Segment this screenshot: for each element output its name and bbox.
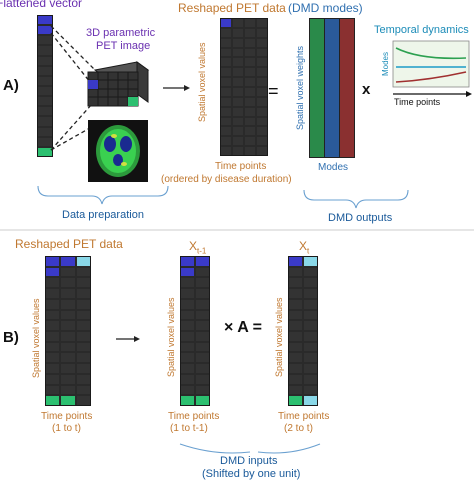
xt1-symbol: Xt-1 [189,240,206,255]
pet-image-label-line1: 3D parametric [86,27,156,39]
dmd-modes-matrix [309,18,355,158]
data-preparation-label: Data preparation [62,209,144,221]
modes-label-a: Modes [318,162,349,173]
temporal-dynamics-title: Temporal dynamics [374,24,469,36]
spatial-voxel-values-label-b2: Spatial voxel values [166,297,176,377]
dmd-inputs-label: DMD inputs [220,455,278,467]
flattened-vector-label: Flattened vector [0,0,83,10]
xt-symbol: Xt [299,240,309,255]
reshaped-pet-title-b: Reshaped PET data [15,237,123,251]
time-points-label-b1: Time points [41,411,93,422]
mode-column-blue [325,19,340,157]
times-a-equals: × A = [224,319,262,336]
time-points-label-b2: Time points [168,411,220,422]
xt-sub: t [307,246,310,256]
reshaped-pet-matrix-b [45,256,91,406]
time-points-sub-b1: (1 to t) [52,423,81,434]
xt1-matrix [180,256,210,406]
time-points-label-a: Time points [215,161,267,172]
reshaped-pet-title-a: Reshaped PET data [178,1,286,15]
time-points-sub-b3: (2 to t) [284,423,313,434]
time-points-sub-b2: (1 to t-1) [170,423,208,434]
xt1-sub: t-1 [197,246,207,256]
pet-image-label-line2: PET image [96,40,151,52]
times-sign-a: x [362,81,371,98]
time-points-sub-a: (ordered by disease duration) [161,174,292,185]
reshaped-pet-matrix-a [220,18,268,156]
panel-b-label: B) [3,329,19,346]
time-points-label-b3: Time points [278,411,330,422]
spatial-voxel-values-label-b3: Spatial voxel values [274,297,284,377]
xt-matrix [288,256,318,406]
brain-pet-image [88,120,148,182]
mode-column-red [340,19,354,157]
equals-sign-a: = [268,81,279,101]
dmd-inputs-sub: (Shifted by one unit) [202,468,301,480]
xt1-main: X [189,239,198,253]
panel-a-label: A) [3,77,19,94]
xt-main: X [299,239,308,253]
dmd-outputs-label: DMD outputs [328,212,393,224]
flattened-vector [37,15,53,157]
dmd-modes-label: (DMD modes) [288,1,363,15]
mode-column-green [310,19,325,157]
time-axis-label: Time points [394,97,441,107]
